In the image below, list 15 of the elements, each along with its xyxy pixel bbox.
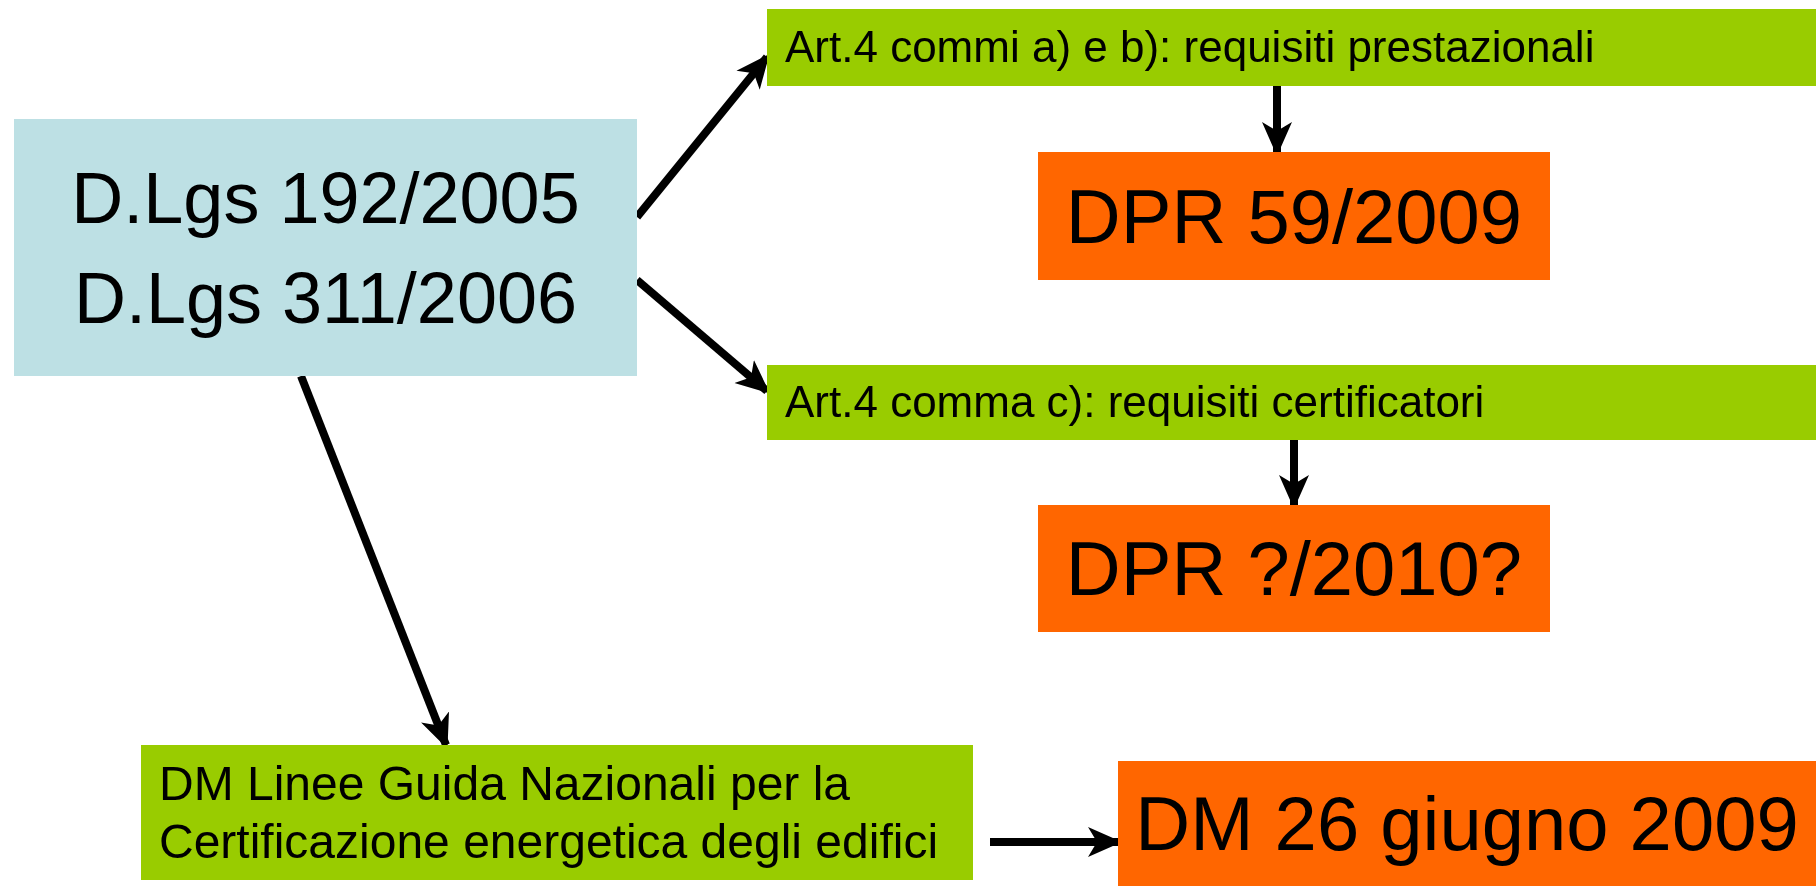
node-label: D.Lgs 192/2005 — [71, 156, 580, 239]
decree-box — [1038, 152, 1550, 280]
requirement-box — [767, 365, 1816, 440]
requirement-box — [141, 745, 973, 880]
node-label: DPR ?/2010? — [1065, 525, 1523, 612]
decree-box — [1118, 761, 1816, 886]
requirement-box — [767, 9, 1816, 86]
node-label: DM Linee Guida Nazionali per la Certificazione energetica degli edifici — [159, 755, 940, 870]
node-label: DM 26 giugno 2009 — [1135, 780, 1799, 867]
source-box — [14, 119, 637, 376]
node-label: DPR 59/2009 — [1065, 172, 1523, 260]
decree-box — [1038, 505, 1550, 632]
node-label: D.Lgs 311/2006 — [73, 256, 578, 339]
node-label: Art.4 commi a) e b): requisiti prestazionali — [785, 21, 1596, 74]
node-label: Art.4 comma c): requisiti certificatori — [785, 376, 1486, 429]
